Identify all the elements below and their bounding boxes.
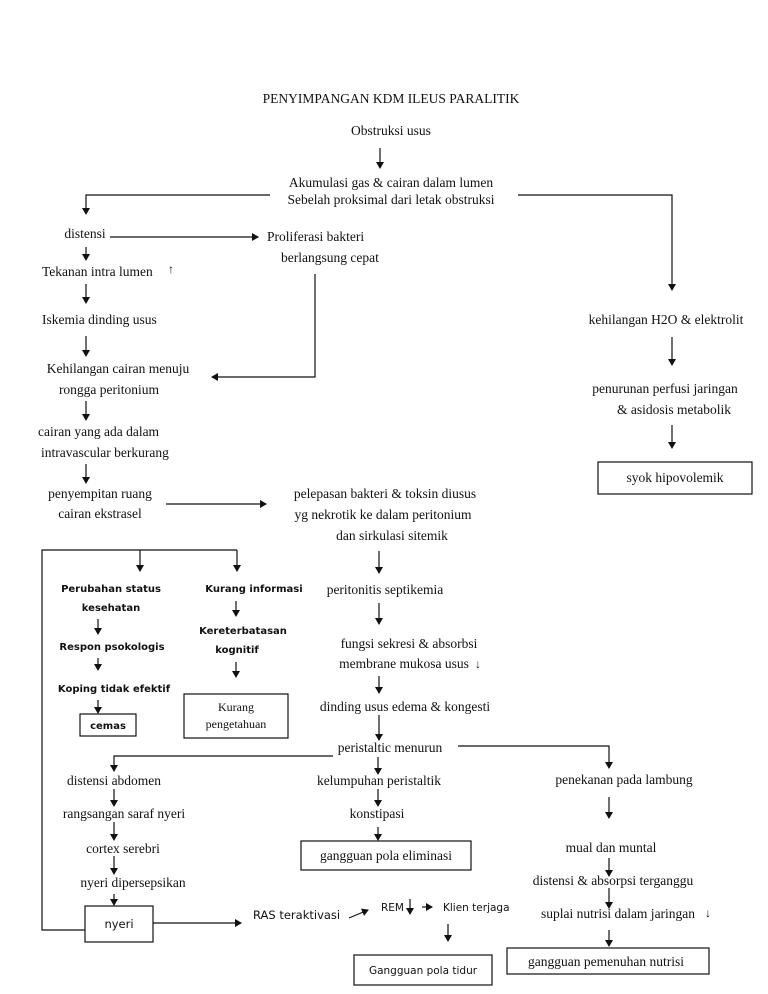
node-kehilangan-cairan-line1: Kehilangan cairan menuju [47, 361, 190, 376]
node-mual-muntah: mual dan muntal [566, 840, 657, 855]
node-perubahan-status-line2: kesehatan [82, 603, 140, 614]
node-rem: REM [381, 902, 404, 914]
connector-akumulasi-to-kehilangan-h2o [518, 194, 676, 291]
node-kurang-pengetahuan-line2: pengetahuan [206, 717, 267, 731]
node-tekanan-intra-lumen: Tekanan intra lumen [42, 264, 153, 279]
node-konstipasi: konstipasi [350, 806, 405, 821]
node-ras-teraktivasi: RAS teraktivasi [253, 908, 340, 922]
node-penyempitan-line2: cairan ekstrasel [58, 506, 142, 521]
outcome-box-gangguan-nutrisi [506, 947, 710, 975]
node-penurunan-perfusi-line1: penurunan perfusi jaringan [592, 381, 738, 396]
node-keterbatasan-line2: kognitif [215, 645, 259, 656]
node-dinding-usus: dinding usus edema & kongesti [320, 699, 490, 714]
node-kurang-informasi: Kurang informasi [205, 584, 302, 595]
node-syok-hipovolemik: syok hipovolemik [626, 470, 723, 485]
node-rangsangan-saraf: rangsangan saraf nyeri [63, 806, 185, 821]
node-peristaltic-menurun: peristaltic menurun [338, 740, 443, 755]
connector-peristaltic-to-penekanan [458, 745, 613, 769]
node-peritonitis: peritonitis septikemia [327, 582, 444, 597]
node-pelepasan-line3: dan sirkulasi sitemik [336, 528, 448, 543]
node-distensi: distensi [64, 226, 106, 241]
node-koping-tidak-efektif: Koping tidak efektif [58, 684, 171, 695]
outcome-box-nyeri [84, 905, 154, 943]
node-gangguan-pemenuhan-nutrisi: gangguan pemenuhan nutrisi [528, 954, 684, 969]
node-proliferasi-line1: Proliferasi bakteri [267, 229, 364, 244]
suplai-decrease-arrow-icon: ↓ [705, 906, 711, 920]
node-penekanan-lambung: penekanan pada lambung [555, 772, 692, 787]
outcome-box-gangguan-tidur [353, 954, 493, 986]
decrease-arrow-icon: ↓ [475, 657, 481, 671]
node-distensi-abdomen: distensi abdomen [67, 773, 161, 788]
node-cemas: cemas [90, 721, 126, 732]
node-suplai-nutrisi: suplai nutrisi dalam jaringan [541, 906, 695, 921]
connector-proliferasi-to-kehilangan [211, 274, 316, 381]
node-nyeri-dipersepsikan: nyeri dipersepsikan [80, 875, 186, 890]
increase-arrow-icon: ↑ [168, 262, 174, 276]
node-iskemia: Iskemia dinding usus [42, 312, 157, 327]
node-cortex-serebri: cortex serebri [86, 841, 160, 856]
outcome-box-syok [597, 461, 753, 495]
node-fungsi-line2: membrane mukosa usus [339, 656, 469, 671]
outcome-box-gangguan-eliminasi [300, 840, 472, 871]
node-respon-psikologis: Respon psokologis [59, 642, 164, 653]
node-penyempitan-line1: penyempitan ruang [48, 486, 152, 501]
node-klien-terjaga: Klien terjaga [443, 902, 510, 914]
node-kurang-pengetahuan-line1: Kurang [218, 700, 254, 714]
connector-akumulasi-to-distensi [82, 194, 270, 215]
outcome-box-cemas [79, 713, 137, 737]
node-keterbatasan-line1: Kereterbatasan [199, 626, 287, 637]
node-cairan-intravascular-line1: cairan yang ada dalam [38, 424, 160, 439]
node-pelepasan-line2: yg nekrotik ke dalam peritonium [295, 507, 472, 522]
node-kelumpuhan-peristaltik: kelumpuhan peristaltik [317, 773, 441, 788]
node-distensi-absorpsi: distensi & absorpsi terganggu [533, 873, 694, 888]
node-nyeri: nyeri [104, 917, 133, 931]
node-obstruksi-usus: Obstruksi usus [351, 123, 431, 138]
node-akumulasi-line1: Akumulasi gas & cairan dalam lumen [289, 175, 494, 190]
node-akumulasi-line2: Sebelah proksimal dari letak obstruksi [288, 192, 495, 207]
node-perubahan-status-line1: Perubahan status [61, 584, 161, 595]
node-kehilangan-cairan-line2: rongga peritonium [59, 382, 160, 397]
node-penurunan-perfusi-line2: & asidosis metabolik [617, 402, 731, 417]
node-gangguan-pola-tidur: Gangguan pola tidur [369, 965, 478, 977]
arrow-ras-to-rem [348, 908, 369, 919]
node-kehilangan-h2o: kehilangan H2O & elektrolit [589, 312, 744, 327]
outcome-box-kurang-pengetahuan [183, 693, 289, 739]
diagram-title: PENYIMPANGAN KDM ILEUS PARALITIK [263, 91, 520, 106]
node-fungsi-line1: fungsi sekresi & absorbsi [341, 636, 478, 651]
node-cairan-intravascular-line2: intravascular berkurang [41, 445, 169, 460]
node-pelepasan-line1: pelepasan bakteri & toksin diusus [294, 486, 476, 501]
connector-peristaltic-to-distensi-abdomen [110, 755, 333, 772]
node-gangguan-pola-eliminasi: gangguan pola eliminasi [320, 848, 452, 863]
node-proliferasi-line2: berlangsung cepat [281, 250, 379, 265]
